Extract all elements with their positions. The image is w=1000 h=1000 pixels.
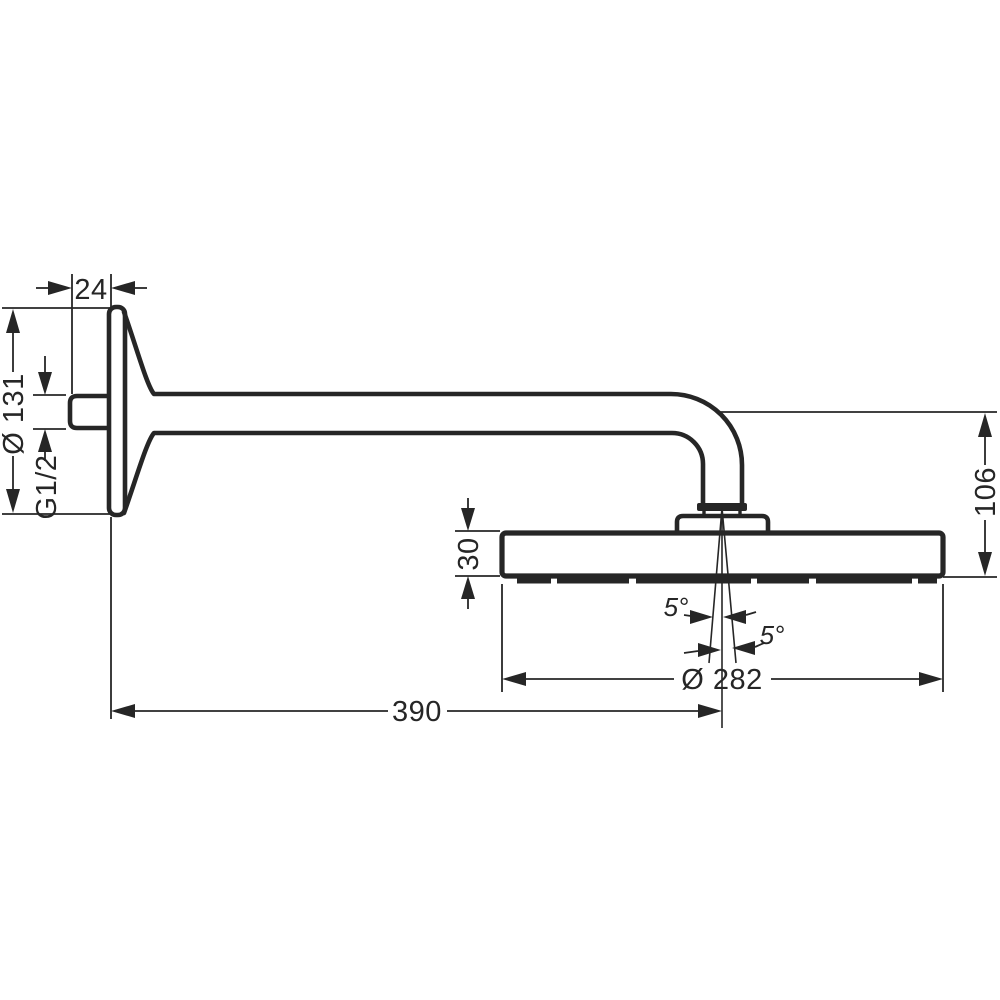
arrowhead — [6, 309, 20, 333]
arrowhead — [461, 508, 475, 531]
spray-angle-right-label: 5° — [760, 620, 785, 650]
arm-length-label: 390 — [392, 696, 442, 728]
arrowhead — [978, 552, 992, 576]
arrowhead — [461, 576, 475, 599]
arrowhead — [111, 281, 135, 295]
angle-right-leader — [754, 642, 765, 648]
thread-nub-outline — [67, 393, 113, 431]
head-diameter-label: Ø 282 — [681, 664, 763, 696]
angle-left-arrowhead — [690, 610, 713, 624]
spray-angle-left-label: 5° — [664, 592, 689, 622]
arrowhead — [38, 372, 52, 395]
spray-line-left — [708, 507, 723, 664]
arrowhead — [978, 413, 992, 437]
arrowhead — [698, 704, 722, 718]
dimension-head-drop: 106 — [718, 411, 1000, 578]
shower-arm-assembly — [67, 304, 946, 584]
thread-label: G1/2 — [31, 455, 63, 520]
angle-left-counter-arrowhead — [723, 610, 746, 624]
arrowhead — [38, 429, 52, 452]
dimension-wall-offset: 24 — [36, 274, 147, 394]
flange-diameter-label: Ø 131 — [0, 373, 30, 455]
dimension-flange-diameter: Ø 131 — [0, 307, 122, 515]
dimension-thread: G1/2 — [31, 356, 66, 519]
dimension-arm-length: 390 — [110, 517, 722, 728]
arrowhead — [111, 704, 135, 718]
arrowhead — [919, 672, 943, 686]
head-drop-label: 106 — [970, 467, 1000, 517]
angle-right-counter-arrowhead — [698, 643, 721, 657]
arrowhead — [48, 281, 72, 295]
dimension-head-thickness: 30 — [453, 498, 500, 609]
angle-left-tail — [745, 611, 757, 616]
dimension-head-diameter: Ø 282 — [501, 584, 944, 696]
wall-offset-label: 24 — [74, 274, 107, 306]
spray-line-right — [721, 507, 737, 664]
arrowhead — [502, 672, 526, 686]
spray-angle-annotation: 5° 5° — [664, 505, 785, 728]
arm-inner-edge — [121, 430, 706, 516]
angle-left-leader — [683, 614, 692, 617]
wall-flange-plate — [106, 304, 128, 518]
angle-right-arrowhead — [732, 641, 755, 655]
arrowhead — [6, 489, 20, 513]
arm-outer-edge — [121, 309, 745, 506]
head-thickness-label: 30 — [453, 537, 485, 570]
angle-right-tail-left — [683, 650, 699, 654]
